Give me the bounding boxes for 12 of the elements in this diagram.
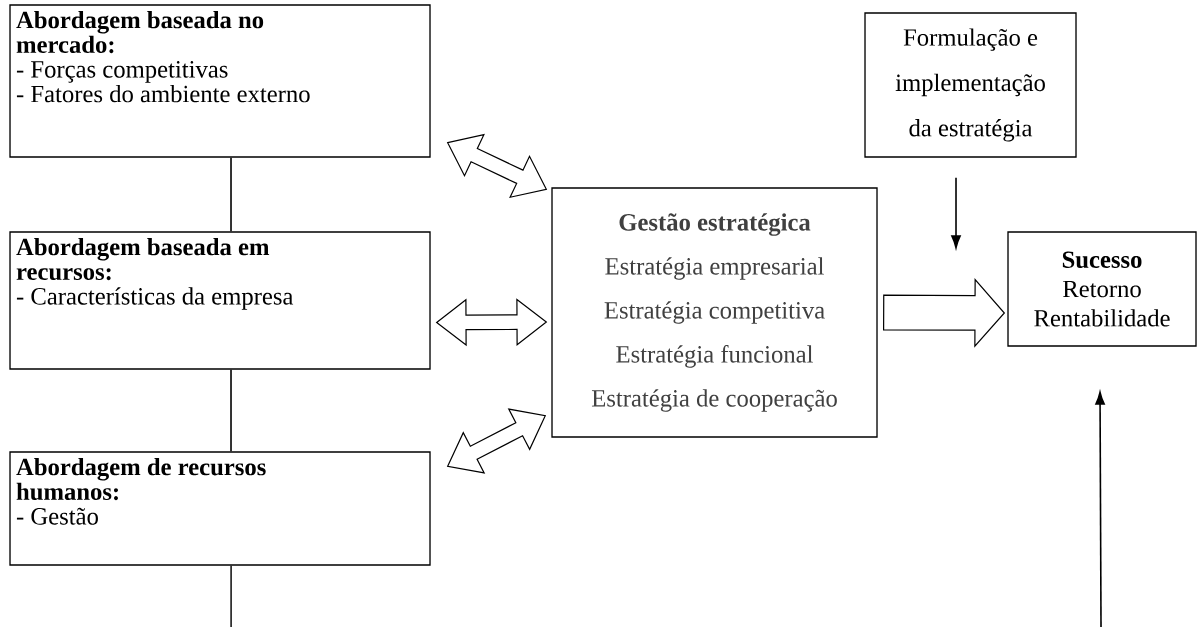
arrow bbox=[951, 176, 961, 249]
text-box: Abordagem baseada em recursos: - Características da empresa bbox=[9, 231, 431, 370]
connector-line bbox=[230, 156, 232, 233]
text-box: Sucesso Retorno Rentabilidade bbox=[1007, 231, 1197, 347]
text-box: Gestão estratégica Estratégia empresarial Estratégia competitiva Estratégia funcional Estratégia de cooperação bbox=[551, 187, 878, 438]
connector-line bbox=[230, 564, 232, 627]
text-box: Abordagem baseada no mercado: - Forças competitivas - Fatores do ambiente externo bbox=[9, 4, 431, 158]
arrow bbox=[1095, 391, 1105, 627]
connector-line bbox=[230, 368, 232, 453]
text-box: Abordagem de recursos humanos: - Gestão bbox=[9, 451, 431, 566]
block-arrow bbox=[883, 277, 1006, 348]
text-box: Formulação e implementação da estratégia bbox=[864, 12, 1077, 158]
